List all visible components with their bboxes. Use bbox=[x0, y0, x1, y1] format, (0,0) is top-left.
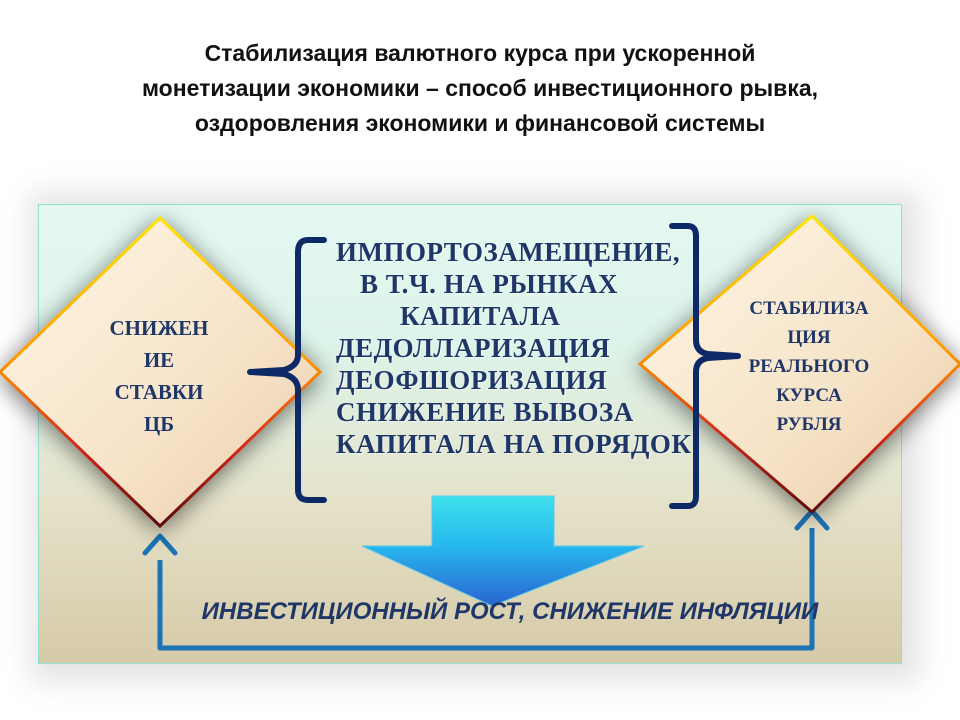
right-node-line-5: РУБЛЯ bbox=[776, 414, 842, 435]
left-node-line-2: ИЕ bbox=[143, 348, 175, 372]
left-brace bbox=[247, 237, 327, 503]
center-line-7: КАПИТАЛА НА ПОРЯДОК bbox=[336, 429, 692, 459]
center-line-6: СНИЖЕНИЕ ВЫВОЗА bbox=[336, 397, 634, 427]
left-node-line-1: СНИЖЕН bbox=[109, 316, 209, 340]
center-line-3: КАПИТАЛА bbox=[400, 301, 561, 331]
left-diamond bbox=[0, 215, 323, 529]
result-label: ИНВЕСТИЦИОННЫЙ РОСТ, СНИЖЕНИЕ ИНФЛЯЦИИ bbox=[201, 598, 819, 625]
right-node-label: СТАБИЛИЗА ЦИЯ РЕАЛЬНОГО КУРСА РУБЛЯ bbox=[724, 294, 894, 439]
title-line-1: Стабилизация валютного курса при ускорен… bbox=[204, 40, 756, 66]
right-brace bbox=[669, 223, 741, 509]
center-line-1: ИМПОРТОЗАМЕЩЕНИЕ, bbox=[336, 237, 681, 267]
left-node-line-3: СТАВКИ bbox=[114, 380, 204, 404]
center-line-2: В Т.Ч. НА РЫНКАХ bbox=[360, 269, 618, 299]
right-node-line-2: ЦИЯ bbox=[787, 327, 831, 348]
slide-title: Стабилизация валютного курса при ускорен… bbox=[40, 36, 920, 141]
title-line-2: монетизации экономики – способ инвестици… bbox=[141, 75, 819, 101]
left-node-line-4: ЦБ bbox=[143, 412, 175, 436]
center-line-4: ДЕДОЛЛАРИЗАЦИЯ bbox=[336, 333, 611, 363]
left-up-arrowhead bbox=[142, 533, 178, 556]
right-node-line-4: КУРСА bbox=[776, 385, 842, 406]
feedback-connector bbox=[157, 528, 815, 651]
down-arrow bbox=[361, 495, 645, 607]
right-node-line-3: РЕАЛЬНОГО bbox=[748, 356, 870, 377]
right-node-line-1: СТАБИЛИЗА bbox=[749, 298, 869, 319]
title-line-3: оздоровления экономики и финансовой сист… bbox=[194, 110, 766, 136]
left-node-label: СНИЖЕН ИЕ СТАВКИ ЦБ bbox=[84, 312, 234, 440]
center-measures-list: ИМПОРТОЗАМЕЩЕНИЕ, В Т.Ч. НА РЫНКАХ КАПИТ… bbox=[336, 236, 756, 460]
center-line-5: ДЕОФШОРИЗАЦИЯ bbox=[336, 365, 608, 395]
